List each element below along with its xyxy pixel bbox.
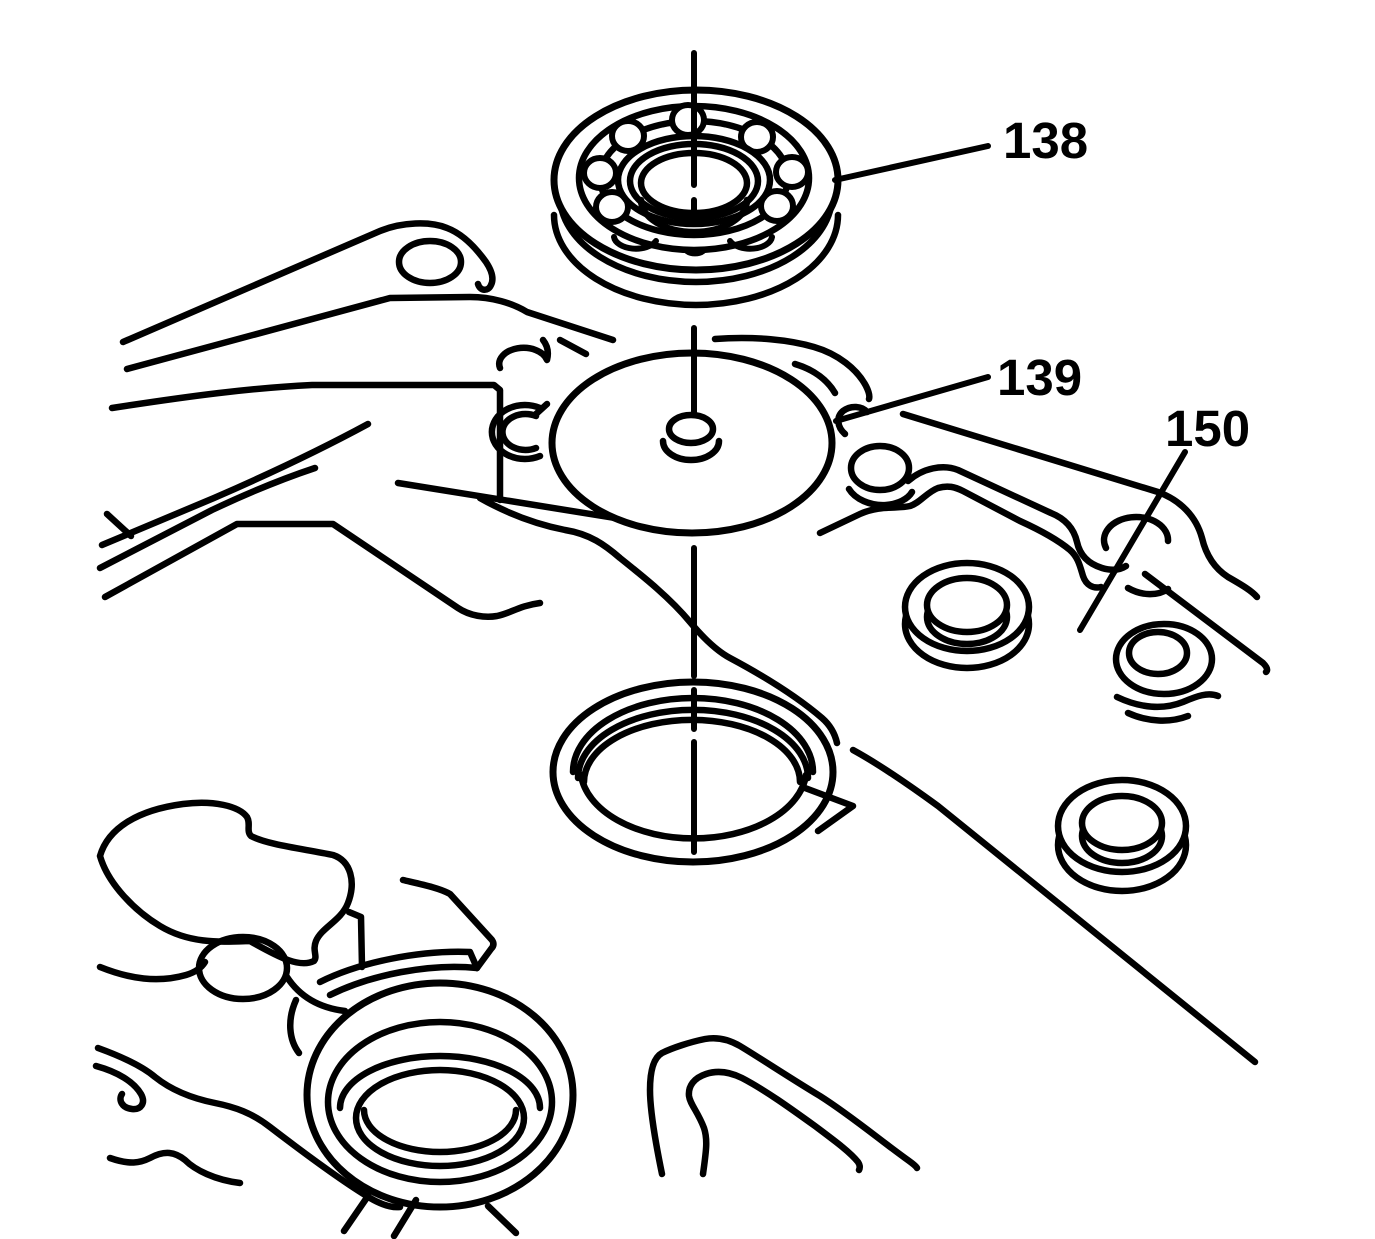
- case-rib-edge: [816, 483, 1105, 591]
- callout-138-label: 138: [1003, 112, 1088, 169]
- washer-bore: [1078, 792, 1166, 854]
- bearing-ball: [593, 189, 631, 225]
- case-cliff-edge: [345, 908, 366, 971]
- callout-150-label: 150: [1165, 400, 1250, 457]
- bearing-cage-hook: [727, 234, 775, 252]
- grooved-bore-ring-arc: [336, 1052, 544, 1112]
- washer-bore: [923, 574, 1011, 636]
- case-pocket-outline: [96, 799, 355, 967]
- open-ring-inner: [499, 410, 540, 454]
- bearing-cage-hook: [683, 247, 707, 257]
- case-rib-line: [108, 381, 504, 504]
- case-rib-line: [98, 420, 372, 549]
- bearing-cage-hook: [611, 234, 659, 252]
- case-line: [1124, 709, 1192, 724]
- case-rib-line: [96, 464, 319, 572]
- bearing-ball: [773, 154, 811, 190]
- bearing-bore-wall: [637, 196, 751, 236]
- bore-collar-arc: [326, 963, 481, 999]
- bearing-ball: [581, 155, 619, 191]
- case-bottom-ribs: [646, 1035, 921, 1178]
- case-arm-top-edge: [119, 220, 496, 346]
- case-hook-line: [92, 1062, 147, 1113]
- case-oval-hole: [195, 933, 291, 1003]
- callout-150-leader: [1077, 449, 1188, 633]
- case-line: [791, 360, 839, 397]
- open-ring-outer: [488, 401, 544, 463]
- case-tent-rib: [101, 520, 544, 620]
- grooved-bore-ring: [352, 1066, 528, 1170]
- case-small-hole: [847, 442, 913, 494]
- case-rib-edge: [904, 464, 1130, 573]
- case-line: [394, 479, 644, 526]
- case-hole: [1125, 628, 1191, 678]
- transmission-case-outline: [96, 220, 1271, 1066]
- case-line: [556, 336, 590, 358]
- bore-leg: [340, 1192, 372, 1235]
- case-line: [532, 400, 551, 418]
- bearing-ball: [609, 118, 647, 154]
- bore-notch: [801, 784, 857, 835]
- bearing-ball: [758, 188, 796, 224]
- case-bottom-left: [92, 799, 577, 1239]
- case-arm-bottom-edge: [123, 293, 617, 373]
- disc-center-boss-base: [659, 437, 723, 464]
- case-line: [96, 958, 209, 983]
- bearing-ball: [669, 102, 707, 138]
- callouts: 138 139 150: [832, 112, 1250, 633]
- case-hole-arc: [1100, 513, 1172, 552]
- callout-139-label: 139: [997, 349, 1082, 406]
- case-squiggle: [106, 1149, 244, 1187]
- callout-139-leader: [833, 374, 991, 424]
- bore-leg: [390, 1196, 420, 1239]
- case-line: [1113, 691, 1222, 711]
- case-line: [283, 973, 349, 1015]
- bearing-chamfer-seam: [556, 192, 836, 286]
- bore-leg: [484, 1202, 520, 1237]
- boss-hook: [835, 403, 871, 438]
- washer-seals: [901, 559, 1190, 895]
- case-line: [711, 334, 873, 403]
- case-rib-inner: [685, 1068, 863, 1178]
- bearing-body-bottom: [550, 211, 842, 309]
- bore-collar-arc: [316, 948, 481, 986]
- case-boss-outline: [1112, 620, 1216, 698]
- case-straight-edge: [849, 746, 1259, 1066]
- case-flap-edge: [399, 876, 497, 972]
- disc-center-boss-top: [665, 411, 717, 447]
- case-right-edge: [1141, 570, 1271, 676]
- grooved-bore-outer-rim: [303, 979, 577, 1211]
- case-edge-around-bore: [476, 494, 841, 747]
- grooved-bore-bottom-arc: [360, 1106, 520, 1156]
- case-rib-outer: [646, 1035, 921, 1178]
- pin-boss-top: [496, 336, 552, 372]
- case-arm-oval-hole: [395, 237, 465, 287]
- callout-138-leader: [832, 143, 991, 183]
- case-line: [287, 996, 303, 1057]
- case-rib-top-edge: [899, 410, 1261, 601]
- grooved-bore-ring: [324, 1018, 556, 1186]
